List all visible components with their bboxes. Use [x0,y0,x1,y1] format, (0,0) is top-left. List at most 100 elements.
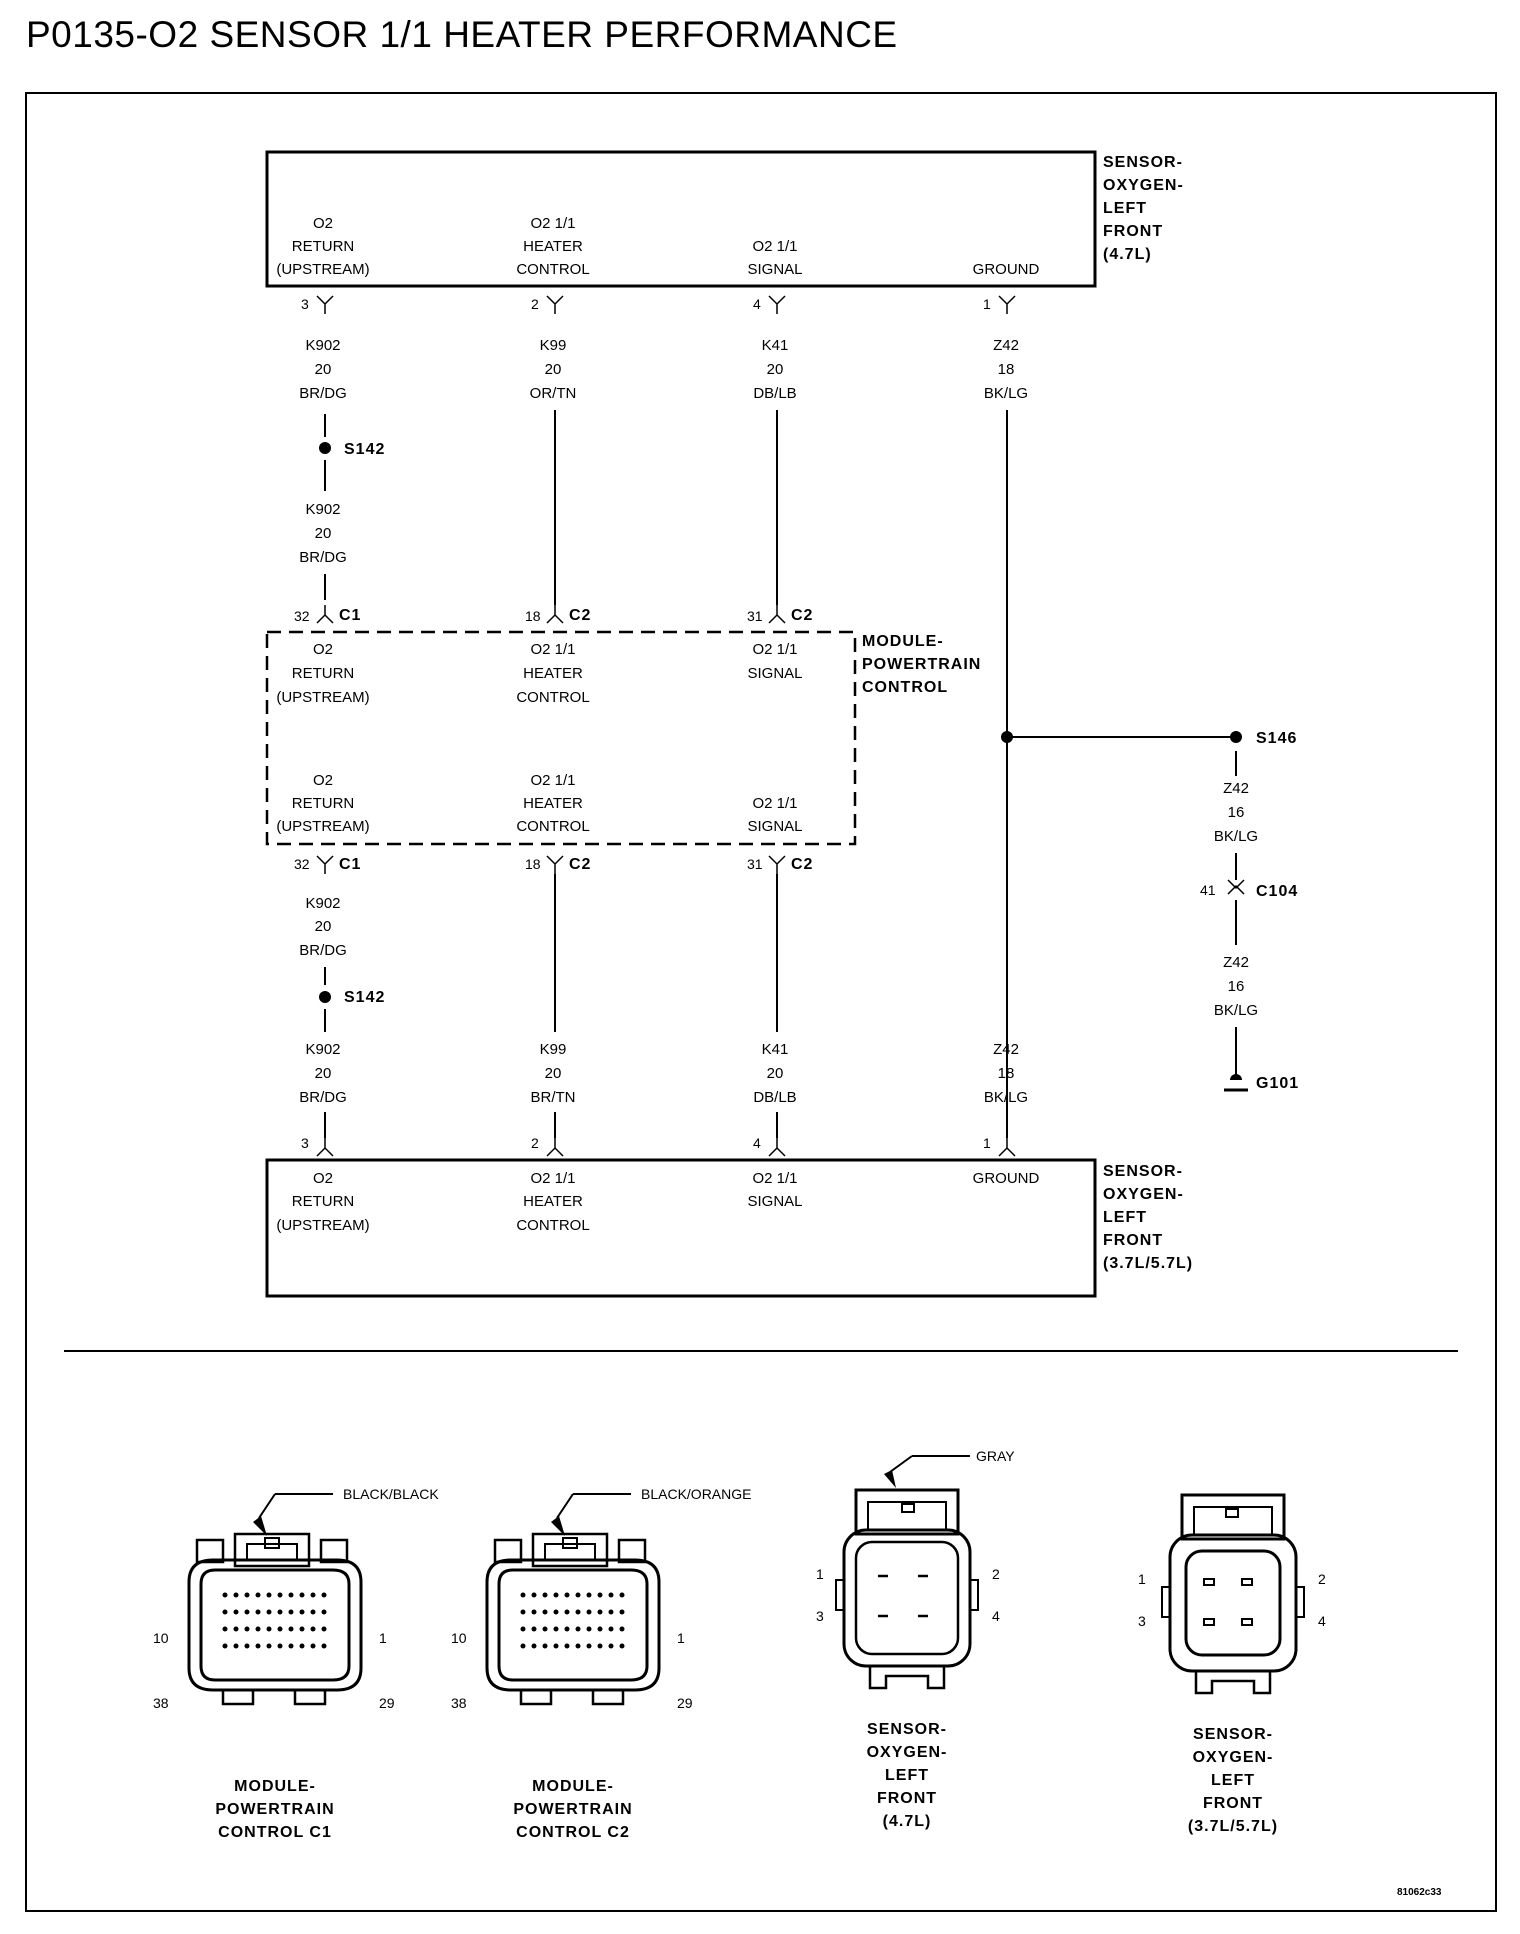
svg-text:(3.7L/5.7L): (3.7L/5.7L) [1103,1255,1193,1272]
svg-text:S142: S142 [344,441,385,458]
svg-text:31: 31 [747,856,763,872]
svg-text:OXYGEN-: OXYGEN- [1103,1186,1184,1203]
svg-text:O2: O2 [313,772,333,789]
splice-s146-branch: S146 Z42 16 BK/LG 41 C104 Z42 16 BK/LG G… [1001,730,1298,1092]
svg-text:MODULE-: MODULE- [234,1778,316,1795]
svg-text:LEFT: LEFT [885,1767,929,1784]
svg-text:32: 32 [294,856,310,872]
svg-text:Z42: Z42 [993,337,1019,354]
svg-text:16: 16 [1228,804,1245,821]
svg-text:POWERTRAIN: POWERTRAIN [862,656,981,673]
svg-text:CONTROL: CONTROL [516,689,589,706]
svg-text:20: 20 [315,361,332,378]
svg-text:18: 18 [525,608,541,624]
svg-text:HEATER: HEATER [523,665,583,682]
pcm-upper-pins: 32 C1 18 C2 31 C2 [294,604,813,624]
svg-text:O2: O2 [313,1170,333,1187]
svg-text:OXYGEN-: OXYGEN- [867,1744,948,1761]
svg-text:O2 1/1: O2 1/1 [752,641,797,658]
svg-text:4: 4 [753,1135,761,1151]
svg-text:10: 10 [451,1630,467,1646]
svg-text:HEATER: HEATER [523,1193,583,1210]
svg-text:MODULE-: MODULE- [862,633,944,650]
svg-text:BK/LG: BK/LG [1214,828,1258,845]
svg-text:DB/LB: DB/LB [753,1089,796,1106]
svg-text:K99: K99 [540,337,567,354]
svg-text:BR/DG: BR/DG [299,942,347,959]
svg-text:HEATER: HEATER [523,238,583,255]
svg-text:BR/DG: BR/DG [299,1089,347,1106]
svg-text:O2 1/1: O2 1/1 [530,1170,575,1187]
svg-text:O2 1/1: O2 1/1 [530,641,575,658]
svg-text:10: 10 [153,1630,169,1646]
pcm-lower-pins: 32 C1 18 C2 31 C2 [294,855,813,875]
svg-text:C2: C2 [569,856,591,873]
connector-view-pcm-c1: BLACK/BLACK 10 1 38 29 MODULE- POWERTRAI… [153,1486,439,1841]
svg-text:O2 1/1: O2 1/1 [530,215,575,232]
sensor-47-box: SENSOR- OXYGEN- LEFT FRONT (4.7L) O2 RET… [265,150,1184,288]
svg-text:3: 3 [301,296,309,312]
svg-text:CONTROL: CONTROL [516,261,589,278]
svg-text:RETURN: RETURN [292,665,355,682]
svg-text:C1: C1 [339,856,361,873]
svg-text:41: 41 [1200,882,1216,898]
svg-text:O2 1/1: O2 1/1 [530,772,575,789]
svg-text:29: 29 [677,1695,693,1711]
svg-text:BLACK/ORANGE: BLACK/ORANGE [641,1486,751,1502]
svg-text:1: 1 [983,296,991,312]
svg-text:(UPSTREAM): (UPSTREAM) [276,689,369,706]
svg-text:HEATER: HEATER [523,795,583,812]
svg-text:OXYGEN-: OXYGEN- [1103,177,1184,194]
svg-text:1: 1 [983,1135,991,1151]
svg-text:BR/DG: BR/DG [299,549,347,566]
svg-text:DB/LB: DB/LB [753,385,796,402]
svg-text:CONTROL: CONTROL [516,818,589,835]
svg-text:BK/LG: BK/LG [1214,1002,1258,1019]
svg-text:O2 1/1: O2 1/1 [752,238,797,255]
svg-text:SIGNAL: SIGNAL [747,261,802,278]
diagram-frame [25,92,1497,1912]
svg-text:1: 1 [1138,1571,1146,1587]
svg-text:C2: C2 [791,856,813,873]
svg-text:32: 32 [294,608,310,624]
svg-text:38: 38 [451,1695,467,1711]
svg-text:1: 1 [816,1566,824,1582]
svg-text:BR/TN: BR/TN [531,1089,576,1106]
svg-text:18: 18 [998,361,1015,378]
svg-text:S142: S142 [344,989,385,1006]
figure-code: 81062c33 [1397,1887,1442,1898]
svg-text:20: 20 [545,1065,562,1082]
svg-text:1: 1 [379,1630,387,1646]
svg-text:GROUND: GROUND [973,1170,1040,1187]
svg-text:K902: K902 [305,501,340,518]
pcm-box: MODULE- POWERTRAIN CONTROL O2 RETURN (UP… [265,630,981,846]
svg-text:20: 20 [315,918,332,935]
svg-text:FRONT: FRONT [877,1790,937,1807]
svg-text:S146: S146 [1256,730,1297,747]
svg-text:C104: C104 [1256,883,1298,900]
svg-text:SENSOR-: SENSOR- [1103,154,1183,171]
svg-text:CONTROL: CONTROL [862,679,948,696]
svg-text:20: 20 [767,361,784,378]
svg-text:FRONT: FRONT [1203,1795,1263,1812]
sensor-47-pins: 3 2 4 1 [301,295,1016,315]
svg-text:CONTROL C1: CONTROL C1 [218,1824,332,1841]
svg-text:CONTROL: CONTROL [516,1217,589,1234]
svg-text:OR/TN: OR/TN [530,385,577,402]
svg-text:SIGNAL: SIGNAL [747,818,802,835]
page-title: P0135-O2 SENSOR 1/1 HEATER PERFORMANCE [26,14,898,55]
svg-text:4: 4 [992,1608,1000,1624]
svg-text:Z42: Z42 [1223,954,1249,971]
sensor-3757-box: SENSOR- OXYGEN- LEFT FRONT (3.7L/5.7L) O… [265,1158,1193,1298]
svg-text:K902: K902 [305,337,340,354]
svg-text:O2: O2 [313,215,333,232]
svg-text:C2: C2 [791,607,813,624]
svg-text:20: 20 [545,361,562,378]
svg-text:(4.7L): (4.7L) [883,1813,932,1830]
svg-text:(4.7L): (4.7L) [1103,246,1152,263]
svg-text:4: 4 [753,296,761,312]
svg-text:K41: K41 [762,1041,789,1058]
svg-text:LEFT: LEFT [1103,200,1147,217]
svg-text:RETURN: RETURN [292,1193,355,1210]
svg-text:2: 2 [531,1135,539,1151]
